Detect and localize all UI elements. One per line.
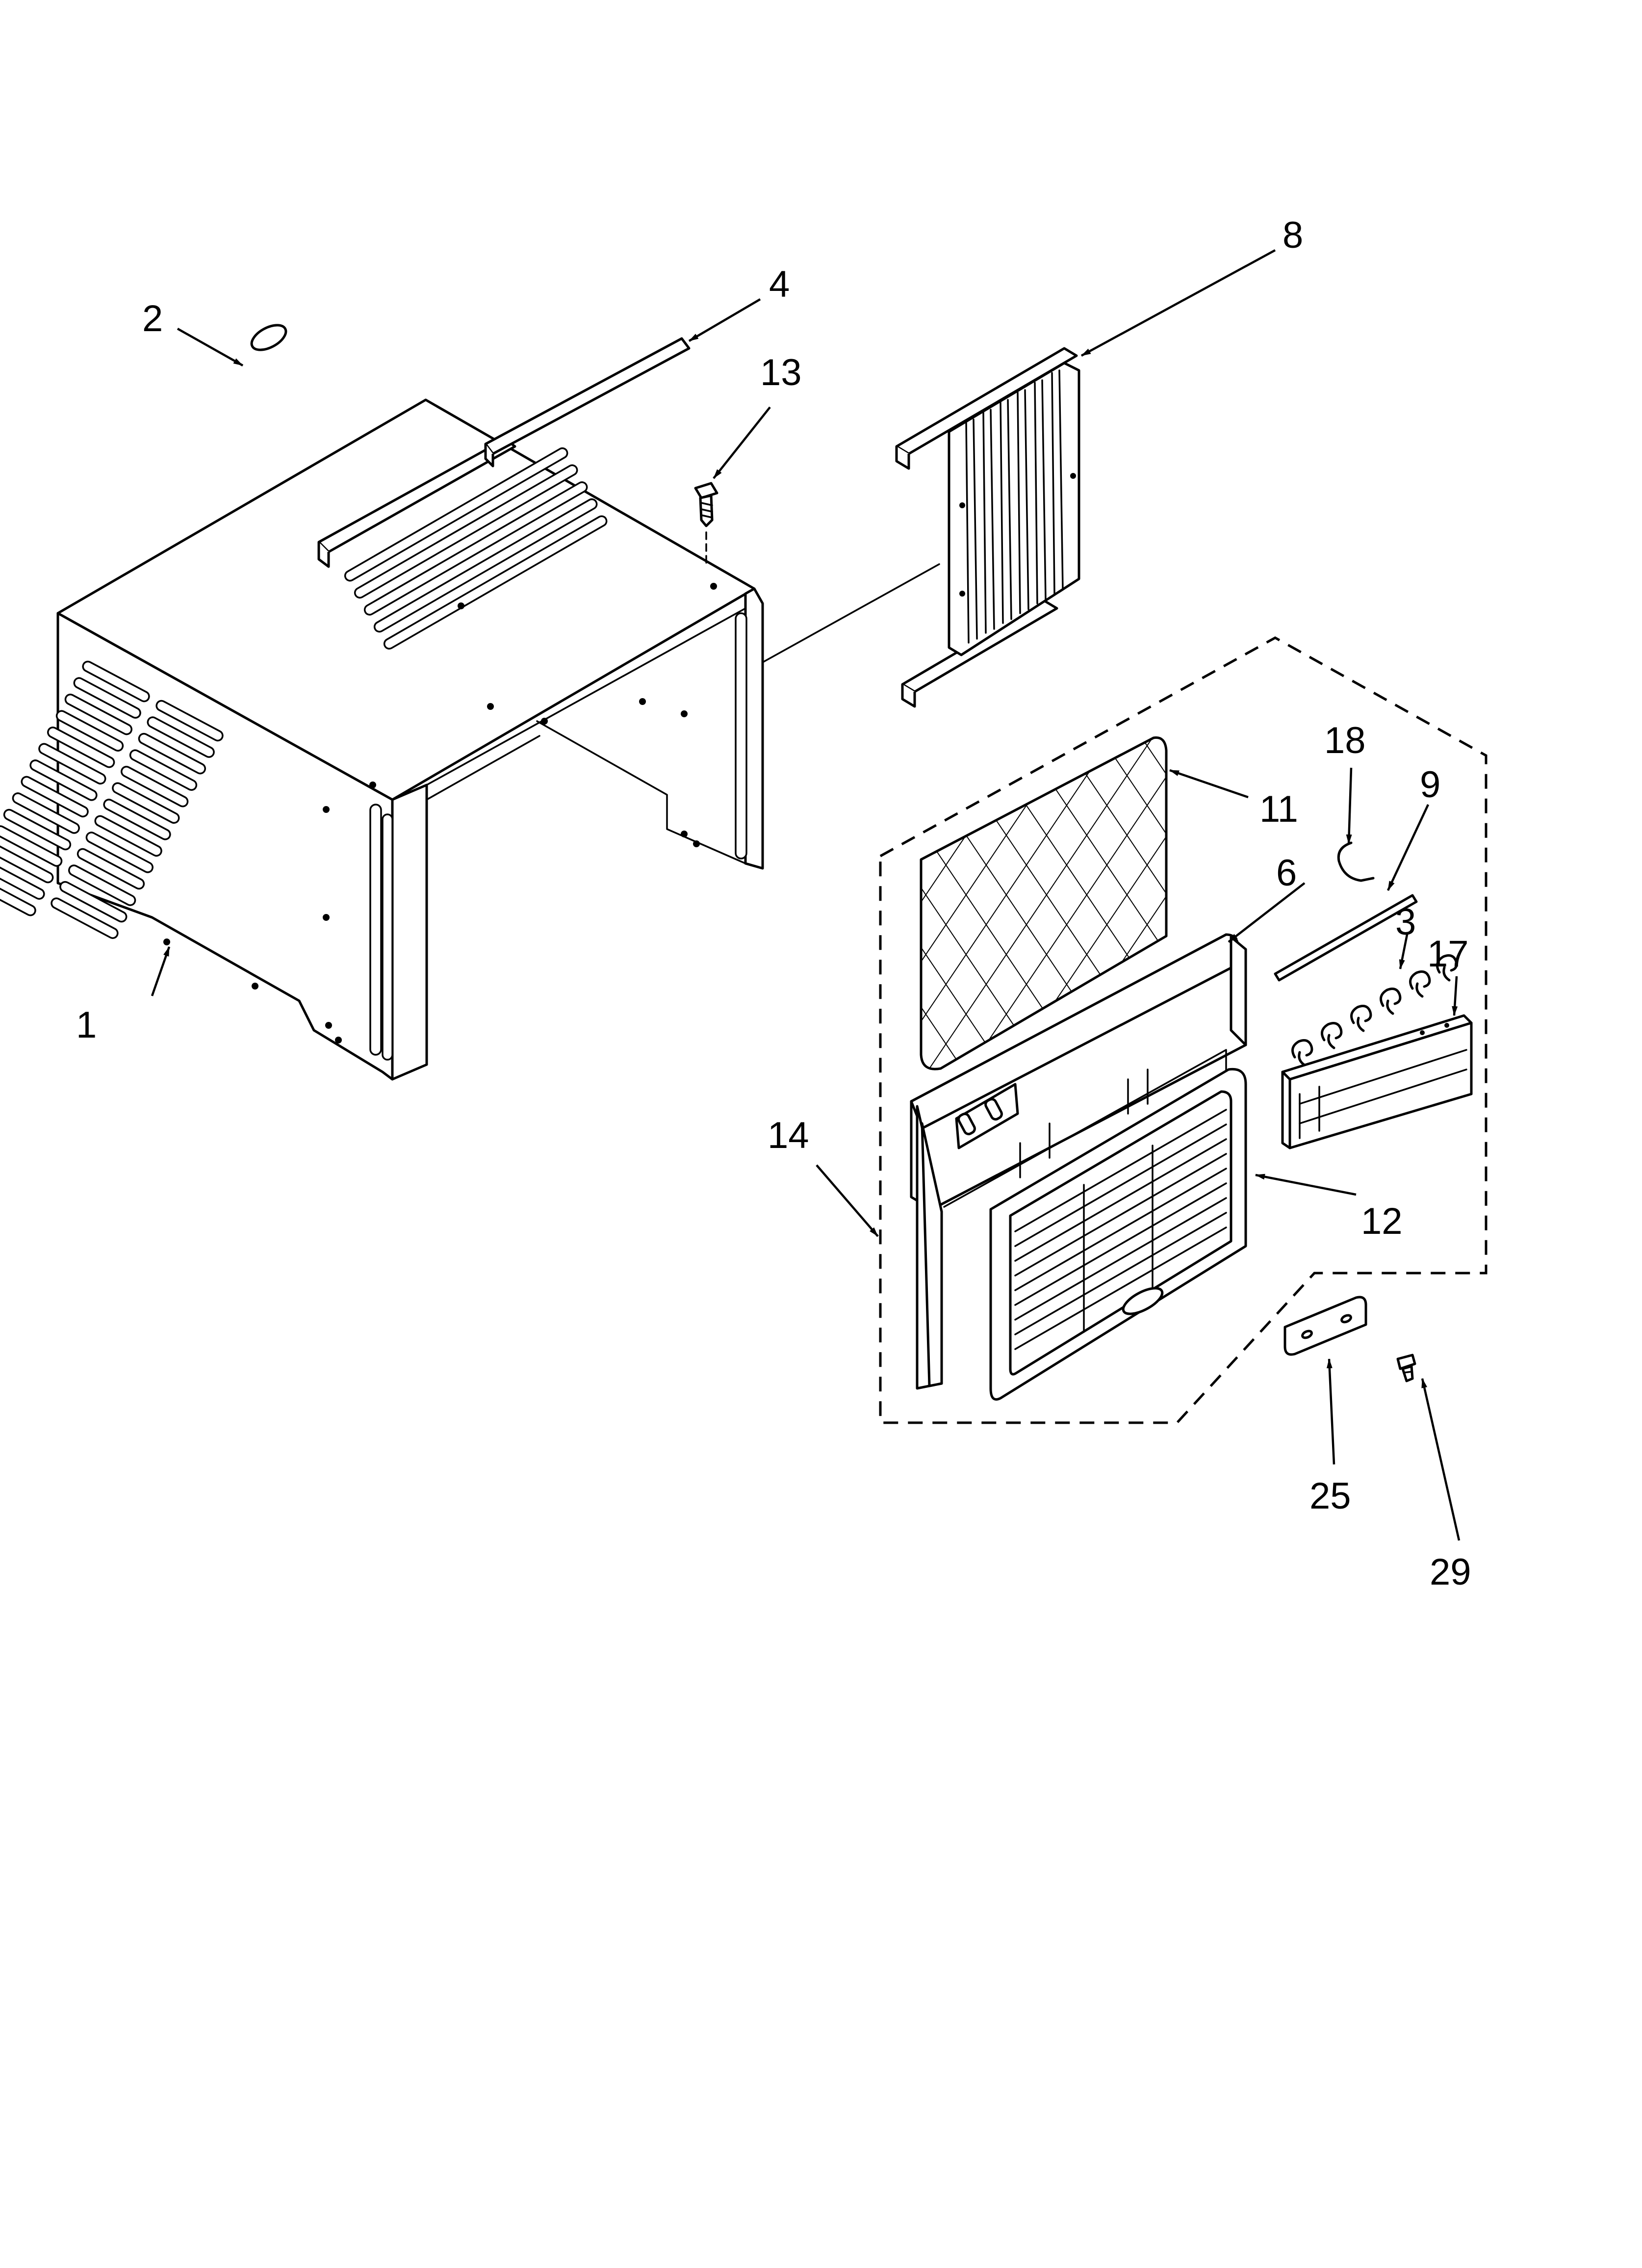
part-13-screw [694, 482, 718, 565]
label-part-13: 13 [760, 352, 802, 393]
label-part-17: 17 [1427, 933, 1469, 975]
label-part-2: 2 [142, 298, 163, 339]
part-2-plug [250, 324, 287, 351]
leader-lines [151, 249, 1461, 1541]
cabinet-wrapper [0, 398, 764, 1081]
part-9-rod [1274, 894, 1418, 982]
part-4-rail [484, 337, 691, 468]
label-part-12: 12 [1361, 1200, 1403, 1242]
label-part-29: 29 [1430, 1551, 1471, 1593]
side-vent-slots [0, 660, 224, 939]
part-labels: 1 2 3 4 6 8 9 11 12 13 14 17 18 25 29 [76, 214, 1471, 1593]
top-vent-slots [344, 447, 608, 650]
label-part-8: 8 [1283, 214, 1303, 256]
label-part-11: 11 [1259, 788, 1298, 830]
assembly-14-outline [879, 636, 1488, 1424]
label-part-1: 1 [76, 1004, 97, 1046]
label-part-6: 6 [1276, 852, 1297, 894]
part-6-front-frame [910, 933, 1247, 1390]
part-8-side-curtain [762, 347, 1080, 708]
label-part-9: 9 [1420, 764, 1440, 806]
part-29-screw [1396, 1354, 1416, 1382]
label-part-4: 4 [769, 263, 790, 305]
grille-louvers [1014, 1109, 1227, 1350]
part-3-louver-clips [1291, 954, 1458, 1067]
label-part-25: 25 [1309, 1475, 1351, 1517]
part-17-louver-bar [1281, 1014, 1473, 1149]
label-part-14: 14 [768, 1115, 809, 1156]
label-part-3: 3 [1395, 901, 1416, 943]
part-18-clip [1337, 841, 1375, 882]
label-part-18: 18 [1324, 720, 1366, 761]
part-25-plate [1283, 1296, 1367, 1356]
part-12-grille [989, 1068, 1247, 1401]
